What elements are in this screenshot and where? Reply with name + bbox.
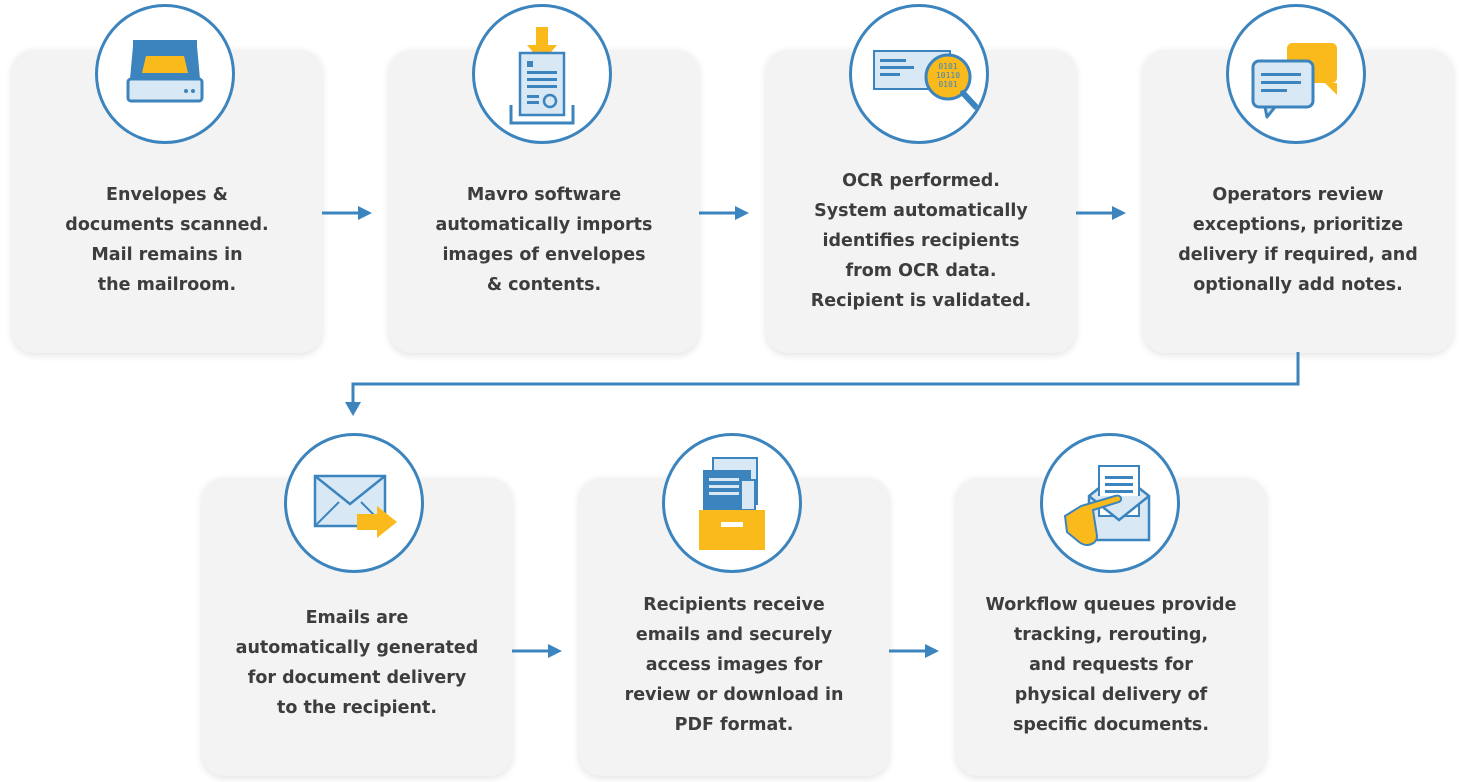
email-send-icon: [313, 474, 397, 538]
ocr-magnifier-icon: 0101 10110 0101: [873, 50, 979, 110]
step-label-5: Emails are automatically generated for d…: [235, 608, 479, 718]
document-import-icon: [509, 27, 575, 125]
arrow-step-3-to-4: [1076, 206, 1126, 220]
arrow-step-1-to-2: [322, 206, 372, 220]
chat-bubbles-icon: [1251, 43, 1337, 119]
step-label-4: Operators review exceptions, prioritize …: [1178, 185, 1418, 295]
arrow-step-2-to-3: [699, 206, 749, 220]
arrow-step-4-to-5: [345, 352, 1300, 416]
file-drawer-icon: [699, 457, 765, 550]
step-badge-7: [1040, 433, 1180, 573]
arrow-step-6-to-7: [889, 644, 939, 658]
step-badge-1: [95, 4, 235, 144]
step-badge-5: [284, 433, 424, 573]
svg-text:10110: 10110: [936, 71, 960, 80]
arrow-step-5-to-6: [512, 644, 562, 658]
scanner-icon: [126, 40, 204, 103]
step-label-7: Workflow queues provide tracking, rerout…: [985, 595, 1237, 735]
step-label-2: Mavro software automatically imports ima…: [435, 185, 653, 295]
step-label-6: Recipients receive emails and securely a…: [624, 595, 844, 735]
step-label-1: Envelopes & documents scanned. Mail rema…: [65, 185, 269, 295]
step-badge-4: [1226, 4, 1366, 144]
svg-text:0101: 0101: [938, 62, 957, 71]
hand-envelope-icon: [1063, 465, 1151, 546]
svg-text:0101: 0101: [938, 80, 957, 89]
step-label-3: OCR performed. System automatically iden…: [810, 171, 1032, 311]
step-badge-6: [662, 433, 802, 573]
step-badge-3: 0101 10110 0101: [849, 4, 989, 144]
step-badge-2: [472, 4, 612, 144]
